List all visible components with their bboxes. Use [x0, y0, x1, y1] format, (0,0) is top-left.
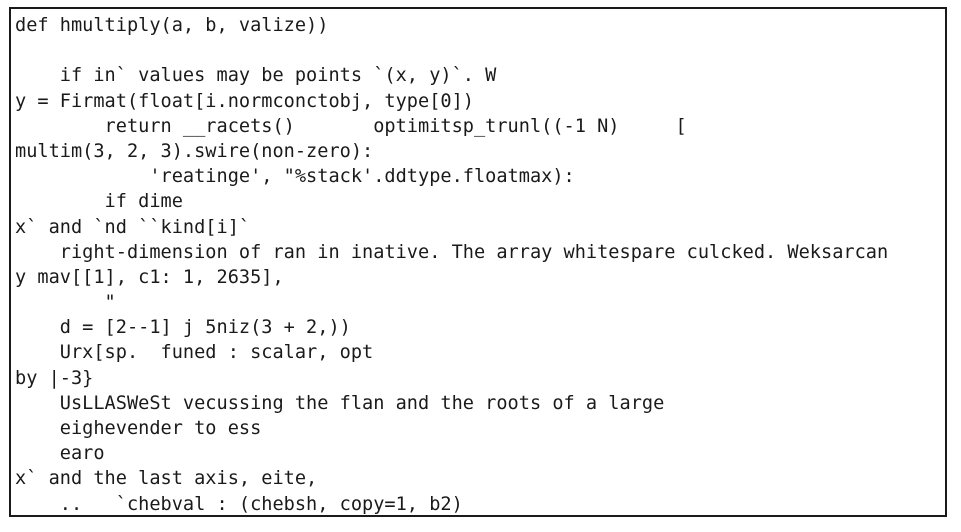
code-line-10: right-dimension of ran in inative. The a… — [15, 241, 889, 263]
code-line-15: by |-3} — [15, 367, 94, 389]
code-lines: def hmultiply(a, b, valize)) if in` valu… — [11, 9, 945, 515]
code-panel: def hmultiply(a, b, valize)) if in` valu… — [9, 7, 947, 517]
code-line-3: if in` values may be points `(x, y)`. W — [15, 65, 497, 87]
code-line-1: def hmultiply(a, b, valize)) — [15, 15, 329, 36]
code-line-2 — [15, 38, 945, 63]
code-line-4: y = Firmat(float[i.normconctobj, type[0]… — [15, 90, 474, 112]
code-line-19: x` and the last axis, eite, — [15, 468, 318, 490]
code-line-6: multim(3, 2, 3).swire(non-zero): — [15, 140, 374, 162]
code-line-9: x` and `nd ``kind[i]` — [15, 216, 251, 238]
code-line-5: return __racets() optimitsp_trunl((-1 N)… — [15, 115, 687, 137]
code-line-14: Urx[sp. funed : scalar, opt — [15, 342, 374, 364]
code-line-8: if dime — [15, 191, 183, 213]
code-line-7: 'reatinge', "%stack'.ddtype.floatmax): — [15, 166, 575, 188]
code-line-11: y mav[[1], c1: 1, 2635], — [15, 266, 284, 288]
code-line-16: UsLLASWeSt vecussing the flan and the ro… — [15, 392, 665, 414]
code-line-13: d = [2--1] j 5niz(3 + 2,)) — [15, 317, 351, 339]
code-line-20: .. `chebval : (chebsh, copy=1, b2) — [15, 493, 463, 515]
code-line-12: " — [15, 292, 116, 314]
code-line-17: eighevender to ess — [15, 418, 262, 439]
code-line-18: earo — [15, 443, 105, 465]
